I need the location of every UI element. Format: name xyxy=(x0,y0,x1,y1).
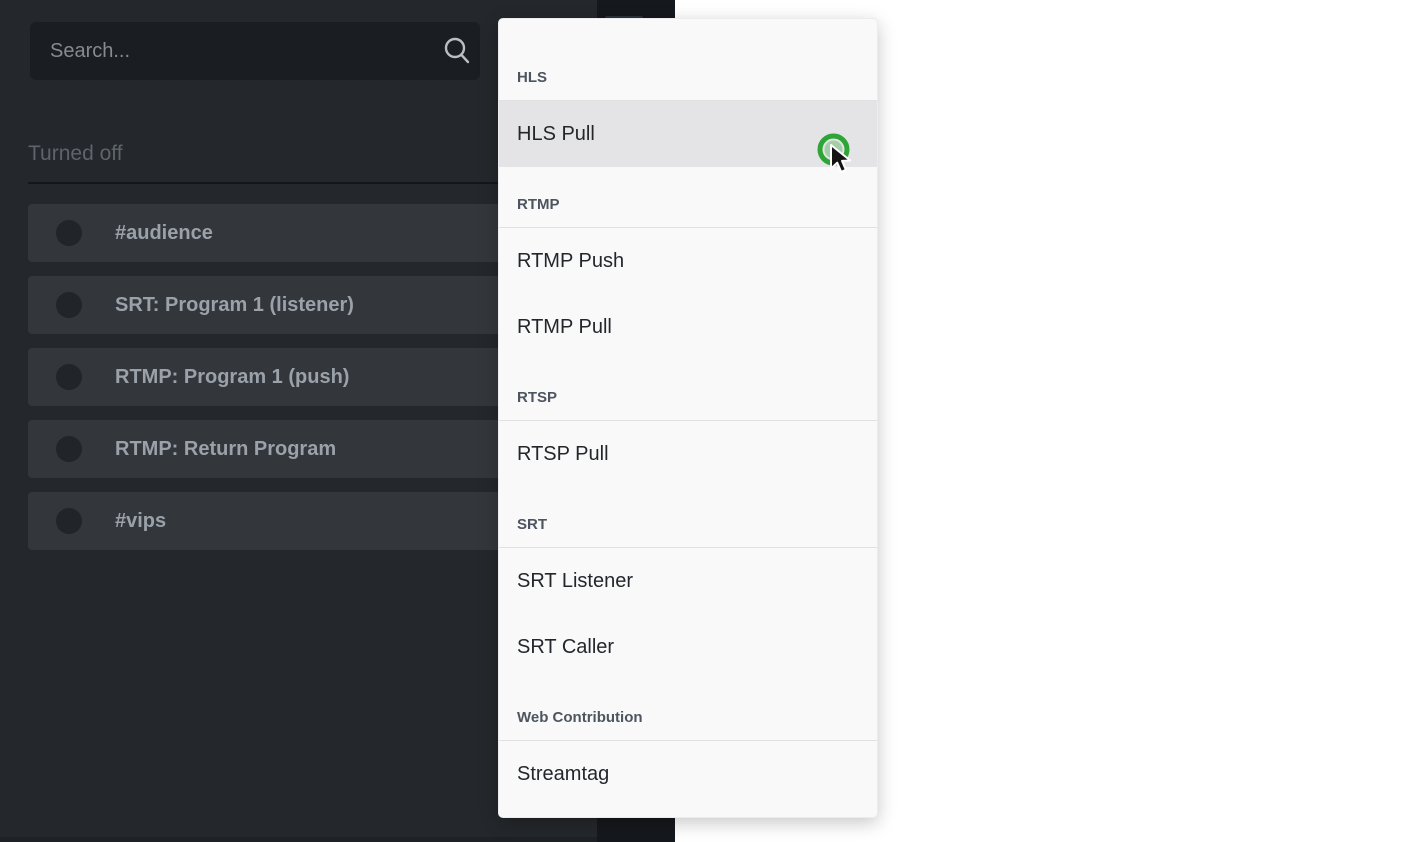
menu-section-header: RTMP xyxy=(499,167,877,228)
search-box[interactable] xyxy=(30,22,480,80)
section-divider xyxy=(28,182,569,184)
menu-section-hls: HLS HLS Pull xyxy=(499,19,877,167)
sidebar: Turned off #audience SRT: Program 1 (lis… xyxy=(0,0,597,842)
add-source-button-edge xyxy=(605,16,643,19)
source-label: RTMP: Return Program xyxy=(115,437,337,460)
status-dot-icon xyxy=(56,508,82,534)
status-dot-icon xyxy=(56,220,82,246)
source-item-srt-program-1-listener[interactable]: SRT: Program 1 (listener) xyxy=(28,276,569,334)
menu-item-streamtag[interactable]: Streamtag xyxy=(517,762,610,785)
menu-item-srt-listener[interactable]: SRT Listener xyxy=(517,569,633,592)
menu-section-srt: SRT SRT Listener SRT Caller xyxy=(499,487,877,680)
menu-section-rtmp: RTMP RTMP Push RTMP Pull xyxy=(499,167,877,360)
menu-item-hls-pull[interactable]: HLS Pull xyxy=(499,101,877,167)
menu-section-rtsp: RTSP RTSP Pull xyxy=(499,360,877,487)
turned-off-section-label: Turned off xyxy=(28,142,123,165)
status-dot-icon xyxy=(56,292,82,318)
search-icon[interactable] xyxy=(434,22,480,80)
sidebar-bottom-edge xyxy=(0,837,597,842)
source-label: #audience xyxy=(115,221,213,244)
source-item-vips[interactable]: #vips xyxy=(28,492,569,550)
source-label: #vips xyxy=(115,509,167,532)
menu-item-rtsp-pull[interactable]: RTSP Pull xyxy=(517,442,609,465)
source-item-audience[interactable]: #audience xyxy=(28,204,569,262)
add-source-menu: HLS HLS Pull RTMP RTMP Push RTMP Pull RT… xyxy=(498,18,878,818)
menu-section-header: SRT xyxy=(499,487,877,548)
status-dot-icon xyxy=(56,364,82,390)
menu-item-rtmp-push[interactable]: RTMP Push xyxy=(517,249,625,272)
menu-section-header: Web Contribution xyxy=(499,680,877,741)
menu-item-rtmp-pull[interactable]: RTMP Pull xyxy=(517,315,612,338)
source-label: SRT: Program 1 (listener) xyxy=(115,293,354,316)
source-item-rtmp-program-1-push[interactable]: RTMP: Program 1 (push) xyxy=(28,348,569,406)
menu-section-header: RTSP xyxy=(499,360,877,421)
menu-item-srt-caller[interactable]: SRT Caller xyxy=(517,635,615,658)
menu-section-header: HLS xyxy=(499,19,877,101)
source-label: RTMP: Program 1 (push) xyxy=(115,365,350,388)
source-list: #audience SRT: Program 1 (listener) RTMP… xyxy=(28,204,569,564)
status-dot-icon xyxy=(56,436,82,462)
search-input[interactable] xyxy=(30,22,434,80)
source-item-rtmp-return-program[interactable]: RTMP: Return Program xyxy=(28,420,569,478)
menu-section-web-contribution: Web Contribution Streamtag xyxy=(499,680,877,807)
